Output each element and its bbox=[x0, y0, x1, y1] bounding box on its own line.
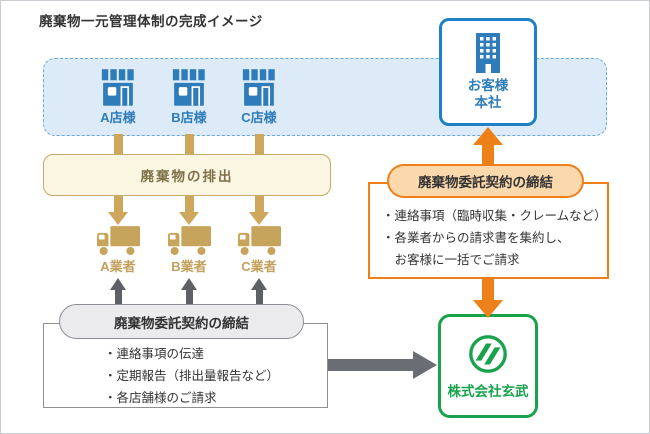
vendor-b: B業者 bbox=[157, 225, 221, 275]
truck-icon bbox=[96, 226, 140, 256]
customer-hq-box: お客様 本社 bbox=[439, 18, 537, 126]
customer-hq-line1: お客様 bbox=[467, 78, 509, 93]
company-name: 株式会社玄武 bbox=[447, 383, 529, 399]
arrow-up-to-customer-icon bbox=[473, 127, 503, 165]
store-c-label: C店様 bbox=[241, 110, 277, 125]
arrow-down-to-company-icon bbox=[473, 279, 503, 318]
left-contract-pill-label: 廃棄物委託契約の締結 bbox=[114, 315, 249, 331]
bullet-item: お客様に一括でご請求 bbox=[382, 253, 520, 267]
left-contract-pill: 廃棄物委託契約の締結 bbox=[59, 304, 304, 339]
right-contract-pill-label: 廃棄物委託契約の締結 bbox=[418, 175, 553, 190]
page-title: 廃棄物一元管理体制の完成イメージ bbox=[39, 14, 263, 29]
storefront-icon bbox=[242, 69, 275, 106]
arrow-up-vendor-a-icon bbox=[110, 278, 126, 304]
customer-hq-label: お客様 本社 bbox=[468, 77, 509, 111]
vendor-a-label: A業者 bbox=[100, 259, 136, 274]
bullet-item: ・連絡事項（臨時収集・クレームなど） bbox=[382, 209, 607, 223]
truck-icon bbox=[237, 226, 281, 256]
waste-discharge-label: 廃棄物の排出 bbox=[140, 169, 234, 184]
vendor-c: C業者 bbox=[227, 225, 291, 275]
waste-discharge-box: 廃棄物の排出 bbox=[43, 154, 331, 196]
bullet-item: ・各業者からの請求書を集約し、 bbox=[382, 231, 570, 245]
right-contract-box: ・連絡事項（臨時収集・クレームなど） ・各業者からの請求書を集約し、 お客様に一… bbox=[368, 182, 609, 279]
company-box: 株式会社玄武 bbox=[438, 314, 538, 418]
office-building-icon bbox=[476, 33, 500, 73]
vendor-b-label: B業者 bbox=[171, 259, 207, 274]
bullet-item: ・各店舗様のご請求 bbox=[104, 391, 217, 405]
right-contract-bullets: ・連絡事項（臨時収集・クレームなど） ・各業者からの請求書を集約し、 お客様に一… bbox=[370, 184, 607, 271]
arrow-up-vendor-c-icon bbox=[251, 278, 267, 304]
genbu-circle-logo-icon bbox=[469, 334, 507, 373]
store-a-label: A店様 bbox=[100, 110, 136, 125]
bullet-item: ・定期報告（排出量報告など） bbox=[104, 369, 280, 383]
storefront-icon bbox=[101, 69, 134, 106]
customer-hq-line2: 本社 bbox=[474, 95, 502, 110]
truck-icon bbox=[167, 226, 211, 256]
store-b: B店様 bbox=[157, 69, 221, 126]
store-c: C店様 bbox=[227, 69, 291, 126]
arrow-up-vendor-b-icon bbox=[181, 278, 197, 304]
left-contract-bullets: ・連絡事項の伝達 ・定期報告（排出量報告など） ・各店舗様のご請求 bbox=[44, 324, 327, 409]
vendor-a: A業者 bbox=[86, 225, 150, 275]
right-contract-pill: 廃棄物委託契約の締結 bbox=[387, 164, 584, 198]
store-b-label: B店様 bbox=[171, 110, 207, 125]
arrow-right-to-company-icon bbox=[328, 351, 437, 379]
bullet-item: ・連絡事項の伝達 bbox=[104, 347, 205, 361]
store-a: A店様 bbox=[86, 69, 150, 126]
storefront-icon bbox=[172, 69, 205, 106]
vendor-c-label: C業者 bbox=[241, 259, 277, 274]
